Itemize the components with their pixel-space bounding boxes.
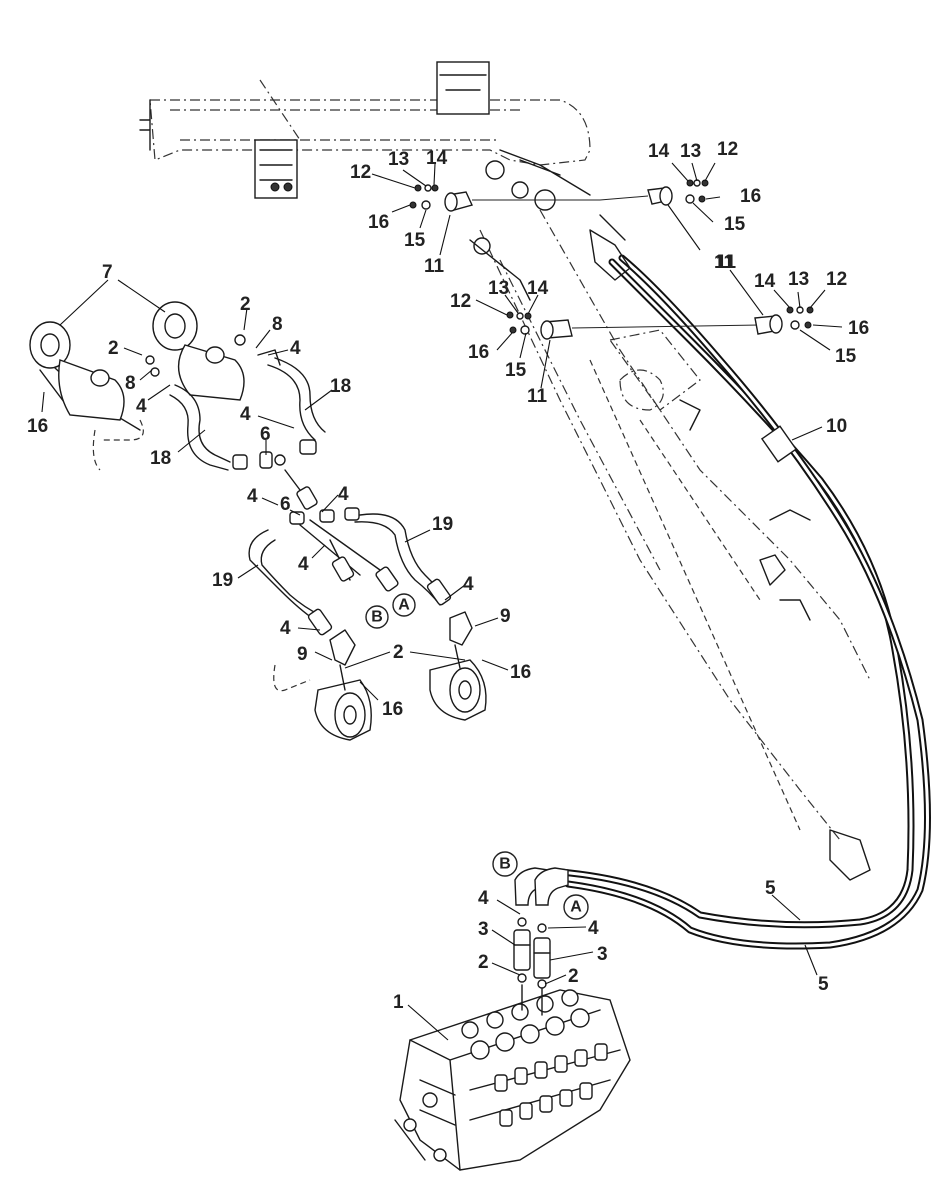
callout-4: 4 xyxy=(338,484,349,505)
port-label-a-upper: A xyxy=(392,593,416,617)
fitting-group-mid-right xyxy=(754,306,814,335)
callout-4: 4 xyxy=(290,338,301,359)
callout-4: 4 xyxy=(247,486,258,507)
callout-9: 9 xyxy=(500,606,511,627)
callout-10: 10 xyxy=(826,416,847,437)
valve-port-fittings xyxy=(513,867,569,1016)
cylinder-left xyxy=(29,321,144,471)
callout-2: 2 xyxy=(478,952,489,973)
hose-18-left xyxy=(169,384,231,471)
svg-text:B: B xyxy=(499,856,511,873)
callout-12: 12 xyxy=(350,162,371,183)
leader-lines xyxy=(41,162,843,1041)
callout-16: 16 xyxy=(510,662,531,683)
svg-text:A: A xyxy=(570,899,582,916)
callout-labels: 7 2 8 4 2 8 4 16 18 18 4 6 4 6 4 19 4 19… xyxy=(27,139,869,1013)
svg-text:B: B xyxy=(371,609,383,626)
callout-4: 4 xyxy=(240,404,251,425)
callout-2: 2 xyxy=(108,338,119,359)
callout-6: 6 xyxy=(280,494,291,515)
callout-14: 14 xyxy=(527,278,549,299)
callout-18: 18 xyxy=(150,448,171,469)
callout-16: 16 xyxy=(740,186,761,207)
callout-5: 5 xyxy=(818,974,829,995)
callout-4: 4 xyxy=(478,888,489,909)
callout-7: 7 xyxy=(102,262,113,283)
callout-4: 4 xyxy=(136,396,147,417)
callout-11: 11 xyxy=(716,252,737,273)
callout-15: 15 xyxy=(724,214,746,235)
boom-head xyxy=(139,61,591,211)
callout-9: 9 xyxy=(297,644,308,665)
callout-15: 15 xyxy=(835,346,857,367)
callout-18: 18 xyxy=(330,376,351,397)
callout-11: 11 xyxy=(424,256,445,277)
callout-15: 15 xyxy=(505,360,527,381)
callout-5: 5 xyxy=(765,878,776,899)
callout-16: 16 xyxy=(848,318,869,339)
fitting-group-mid-left xyxy=(506,311,761,340)
callout-2: 2 xyxy=(393,642,404,663)
svg-text:A: A xyxy=(398,597,410,614)
callout-4: 4 xyxy=(588,918,599,939)
callout-4: 4 xyxy=(280,618,291,639)
callout-3: 3 xyxy=(478,919,489,940)
callout-1: 1 xyxy=(393,992,404,1013)
callout-13: 13 xyxy=(388,149,409,170)
fitting-group-upper-left xyxy=(409,184,600,212)
cylinder-right xyxy=(152,301,245,401)
callout-3: 3 xyxy=(597,944,608,965)
callout-16: 16 xyxy=(382,699,403,720)
boom-arm xyxy=(469,209,871,881)
callout-8: 8 xyxy=(125,373,136,394)
fitting-group-upper-right xyxy=(599,179,709,206)
control-valve xyxy=(394,989,631,1171)
main-hose-pair xyxy=(556,214,931,950)
callout-13: 13 xyxy=(488,278,509,299)
lower-cylinder-right xyxy=(429,611,487,721)
hose-18-right xyxy=(267,357,326,441)
port-label-b-lower: B xyxy=(492,851,518,877)
callout-8: 8 xyxy=(272,314,283,335)
callout-6: 6 xyxy=(260,424,271,445)
callout-12: 12 xyxy=(450,291,471,312)
callout-2: 2 xyxy=(568,966,579,987)
center-fittings xyxy=(145,334,452,636)
callout-19: 19 xyxy=(432,514,453,535)
port-label-a-lower: A xyxy=(563,894,589,920)
callout-14: 14 xyxy=(648,141,670,162)
callout-13: 13 xyxy=(680,141,701,162)
callout-14: 14 xyxy=(754,271,776,292)
lower-cylinder-left xyxy=(273,629,372,741)
callout-12: 12 xyxy=(717,139,738,160)
callout-4: 4 xyxy=(298,554,309,575)
callout-2: 2 xyxy=(240,294,251,315)
callout-12: 12 xyxy=(826,269,847,290)
callout-16: 16 xyxy=(468,342,489,363)
callout-16: 16 xyxy=(27,416,48,437)
callout-13: 13 xyxy=(788,269,809,290)
callout-15: 15 xyxy=(404,230,426,251)
callout-14: 14 xyxy=(426,148,448,169)
hose-19-left xyxy=(248,529,321,621)
callout-11: 11 xyxy=(527,386,548,407)
callout-11: 11 xyxy=(714,252,735,273)
port-label-b-upper: B xyxy=(365,605,389,629)
callout-16: 16 xyxy=(368,212,389,233)
callout-19: 19 xyxy=(212,570,233,591)
callout-4: 4 xyxy=(463,574,474,595)
